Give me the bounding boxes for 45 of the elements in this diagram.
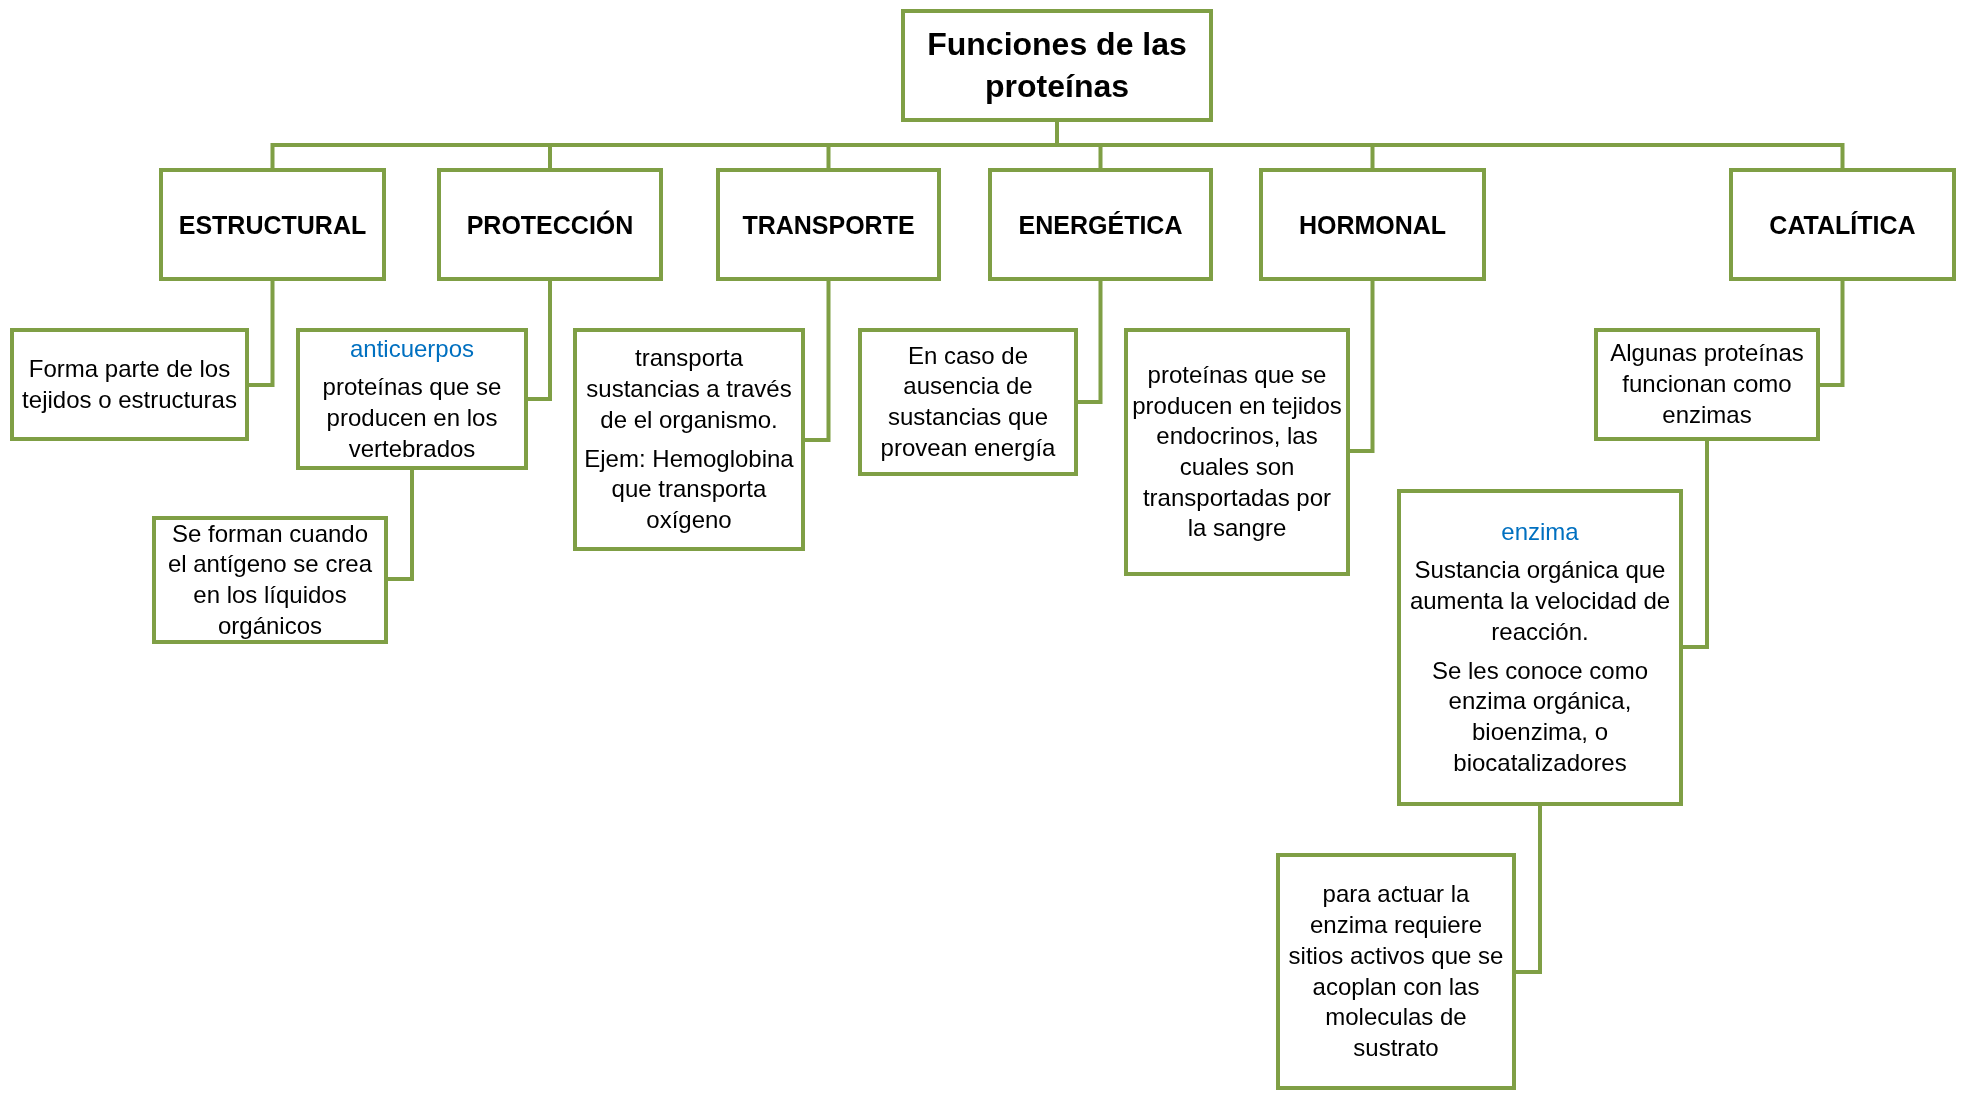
node-text: Se forman cuando el antígeno se crea en los líquidos orgánicos: [166, 518, 374, 641]
connector-line: [1516, 806, 1542, 974]
node-text: proteínas que se producen en los vertebrados: [321, 372, 503, 464]
category-box: [1729, 168, 1956, 281]
connector-line: [1350, 281, 1375, 453]
heading-text: anticuerpos: [349, 333, 475, 364]
description-box: [1124, 328, 1350, 576]
node-text: ENERGÉTICA: [1018, 209, 1183, 241]
description-box: [152, 516, 388, 644]
node-text: Forma parte de los tejidos o estructuras: [21, 353, 238, 415]
node-text: TRANSPORTE: [742, 209, 915, 241]
connector-line: [805, 281, 831, 442]
node-text: PROTECCIÓN: [466, 209, 634, 241]
connector-line: [388, 470, 414, 581]
connector-line: [249, 281, 275, 387]
node-text: Sustancia orgánica que aumenta la velocidad de reacción.: [1408, 555, 1672, 647]
connector-line: [1078, 281, 1103, 404]
node-text: HORMONAL: [1298, 209, 1447, 241]
node-text: ESTRUCTURAL: [178, 209, 367, 241]
category-box: [988, 168, 1213, 281]
node-text: Funciones de las proteínas: [926, 24, 1188, 106]
description-box: [1276, 853, 1516, 1090]
description-box: [573, 328, 805, 551]
connector-line: [1683, 441, 1709, 649]
description-box: [1594, 328, 1820, 441]
category-box: [437, 168, 663, 281]
category-box: [1259, 168, 1486, 281]
title-box: [901, 9, 1213, 122]
description-box: [1397, 489, 1683, 806]
node-text: Algunas proteínas funcionan como enzimas: [1609, 338, 1805, 430]
node-text: transporta sustancias a través de el organismo.: [585, 343, 793, 435]
node-text: Se les conoce como enzima orgánica, bioenzima, o biocatalizadores: [1430, 655, 1650, 778]
description-box: [296, 328, 528, 470]
node-text: En caso de ausencia de sustancias que provean energía: [879, 340, 1057, 463]
node-text: para actuar la enzima requiere sitios activos que se acoplan con las moleculas de sustrato: [1287, 879, 1505, 1063]
heading-text: enzima: [1501, 516, 1579, 547]
category-box: [716, 168, 941, 281]
node-text: proteínas que se producen en tejidos endocrinos, las cuales son transportadas por la sangre: [1132, 359, 1342, 544]
node-text: Ejem: Hemoglobina que transporta oxígeno: [583, 443, 795, 535]
connector-line: [1820, 281, 1845, 387]
category-box: [159, 168, 386, 281]
description-box: [10, 328, 249, 441]
description-box: [858, 328, 1078, 476]
node-text: CATALÍTICA: [1769, 209, 1916, 241]
connector-line: [528, 281, 552, 401]
